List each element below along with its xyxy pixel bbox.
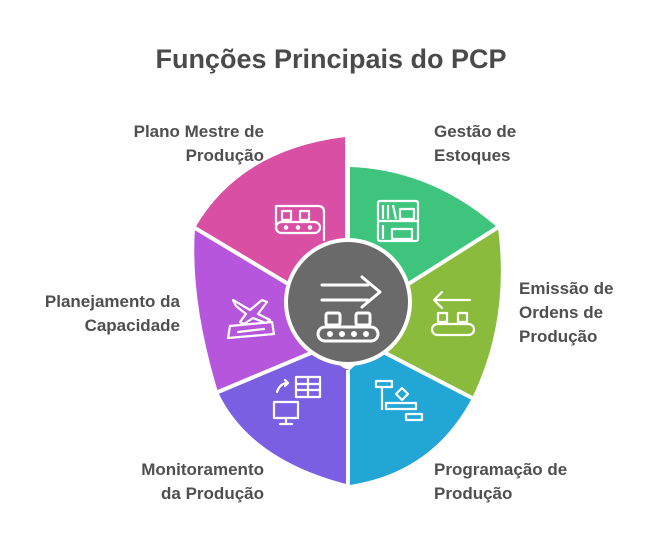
label-programacao: Programação de Produção [434,460,568,503]
gantt-chart-icon [374,379,424,422]
label-planejamento: Planejamento da Capacidade [44,292,180,335]
page-title: Funções Principais do PCP [155,44,507,74]
arrow-left-conveyor-icon [430,290,476,337]
segment-emissao-ordens [370,228,501,398]
conveyor-arrow-icon [316,275,382,343]
label-plano-mestre: Plano Mestre de Produção [133,122,264,165]
center-circle [284,238,412,366]
airplane-runway-icon [226,298,276,340]
conveyor-scroll-icon [274,204,326,242]
monitor-table-icon [272,375,322,426]
label-gestao-estoques: Gestão de Estoques [434,122,517,165]
label-emissao-ordens: Emissão de Ordens de Produção [519,279,614,346]
label-monitoramento: Monitoramento da Produção [141,460,264,503]
shelf-icon [376,199,420,243]
